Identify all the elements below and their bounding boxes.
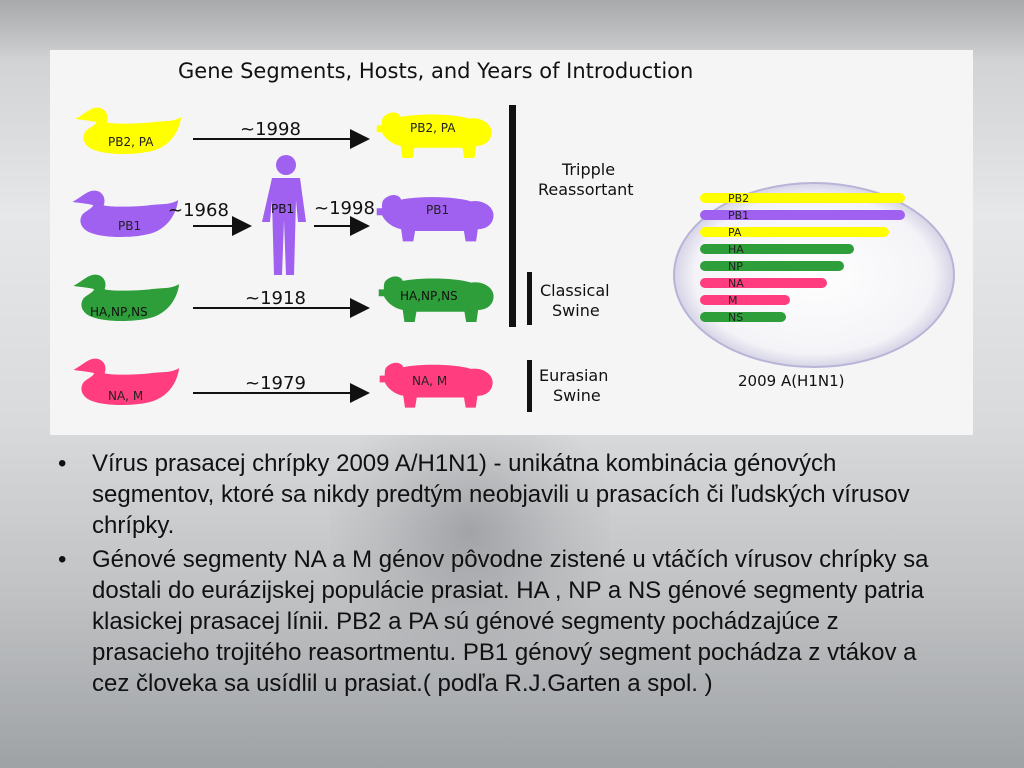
- year-row2-a: ~1968: [168, 200, 229, 221]
- bullet-item: • Vírus prasacej chrípky 2009 A/H1N1) - …: [58, 448, 958, 541]
- figure-canvas: Gene Segments, Hosts, and Years of Intro…: [72, 59, 955, 412]
- pig-na-m-label: NA, M: [412, 374, 447, 388]
- virus-label: 2009 A(H1N1): [738, 372, 845, 390]
- pig-pb1-icon: [376, 194, 494, 242]
- human-pb1-icon: [262, 155, 306, 275]
- bullet-glyph: •: [58, 450, 67, 477]
- bullet-text: Génové segmenty NA a M génov pôvodne zis…: [92, 546, 929, 697]
- row-na-m: NA, M ~1979 NA, M: [73, 358, 493, 408]
- pig-pb2-pa-icon: [376, 112, 492, 158]
- group-label-classical-1: Classical: [540, 281, 610, 300]
- segment-bar-pa: [700, 227, 889, 237]
- segment-label-pa: PA: [728, 226, 742, 239]
- year-row1: ~1998: [240, 119, 301, 140]
- group-label-tripple-1: Tripple: [561, 160, 615, 179]
- segment-label-ha: HA: [728, 243, 744, 256]
- pig-pb2-pa-label: PB2, PA: [410, 121, 456, 135]
- year-row2-b: ~1998: [314, 198, 375, 219]
- duck-ha-np-ns-label: HA,NP,NS: [90, 305, 148, 319]
- segment-label-ns: NS: [728, 311, 743, 324]
- segment-bar-na: [700, 278, 827, 288]
- segment-label-m: M: [728, 294, 738, 307]
- year-row4: ~1979: [245, 373, 306, 394]
- segment-bar-ns: [700, 312, 786, 322]
- human-pb1-label: PB1: [271, 202, 294, 216]
- segment-bar-ha: [700, 244, 854, 254]
- duck-pb1-label: PB1: [118, 219, 141, 233]
- group-bracket-tripple: [509, 105, 516, 327]
- bullet-text: Vírus prasacej chrípky 2009 A/H1N1) - un…: [92, 450, 910, 539]
- bullet-glyph: •: [58, 546, 67, 573]
- segment-bar-m: [700, 295, 790, 305]
- segment-label-na: NA: [728, 277, 744, 290]
- segment-bar-pb2: [700, 193, 905, 203]
- duck-pb2-pa-label: PB2, PA: [108, 135, 154, 149]
- row-pb2-pa: PB2, PA ~1998 PB2, PA: [75, 107, 492, 158]
- group-label-classical-2: Swine: [552, 301, 600, 320]
- segment-label-np: NP: [728, 260, 743, 273]
- figure-title: Gene Segments, Hosts, and Years of Intro…: [178, 59, 693, 83]
- group-label-tripple-2: Reassortant: [538, 180, 634, 199]
- segment-bar-pb1: [700, 210, 905, 220]
- group-bracket-eurasian: [527, 360, 532, 412]
- group-bracket-classical: [527, 272, 532, 325]
- bullet-list: • Vírus prasacej chrípky 2009 A/H1N1) - …: [58, 448, 958, 702]
- group-label-eurasian-1: Eurasian: [539, 366, 608, 385]
- pig-pb1-label: PB1: [426, 203, 449, 217]
- bullet-item: • Génové segmenty NA a M génov pôvodne z…: [58, 544, 958, 699]
- group-label-eurasian-2: Swine: [553, 386, 601, 405]
- segment-bar-np: [700, 261, 844, 271]
- segment-label-pb2: PB2: [728, 192, 749, 205]
- duck-na-m-label: NA, M: [108, 389, 143, 403]
- gene-segments-figure: Gene Segments, Hosts, and Years of Intro…: [50, 50, 973, 435]
- row-ha-np-ns: HA,NP,NS ~1918 HA,NP,NS: [73, 274, 494, 322]
- year-row3: ~1918: [245, 288, 306, 309]
- pig-ha-np-ns-label: HA,NP,NS: [400, 289, 458, 303]
- row-pb1: PB1 ~1968 PB1 ~1998 PB1: [72, 155, 494, 275]
- segment-label-pb1: PB1: [728, 209, 749, 222]
